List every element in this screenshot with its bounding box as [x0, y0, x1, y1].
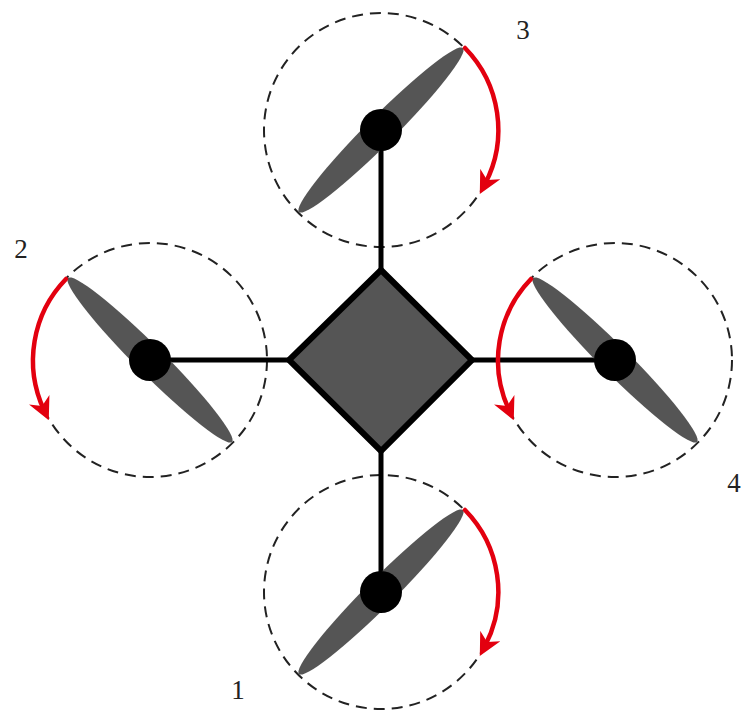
- callout-number: 1: [231, 677, 245, 704]
- propeller-blade: [523, 268, 707, 452]
- center-body: [289, 270, 472, 451]
- rotation-arrow-ccw: [498, 279, 531, 410]
- propeller-blade: [58, 268, 242, 452]
- rotation-arrow-cw: [465, 48, 498, 184]
- rotor-circles: [33, 13, 732, 709]
- propeller-blade: [289, 38, 473, 222]
- callout-number: 4: [727, 470, 741, 497]
- frame-arms: [150, 130, 615, 592]
- motor-hub: [360, 109, 402, 151]
- callout-number: 3: [516, 17, 530, 44]
- motor-hub: [594, 339, 636, 381]
- motor-hub: [129, 339, 171, 381]
- motor-hub: [360, 571, 402, 613]
- propellers: [58, 38, 707, 684]
- propeller-blade: [289, 500, 473, 684]
- rotation-arrow-ccw: [33, 279, 66, 410]
- rotation-arrow-cw: [465, 510, 498, 646]
- callout-number: 2: [14, 236, 28, 263]
- rotation-arrows: [33, 48, 531, 646]
- motor-hubs: [129, 109, 636, 613]
- arm: [471, 358, 615, 363]
